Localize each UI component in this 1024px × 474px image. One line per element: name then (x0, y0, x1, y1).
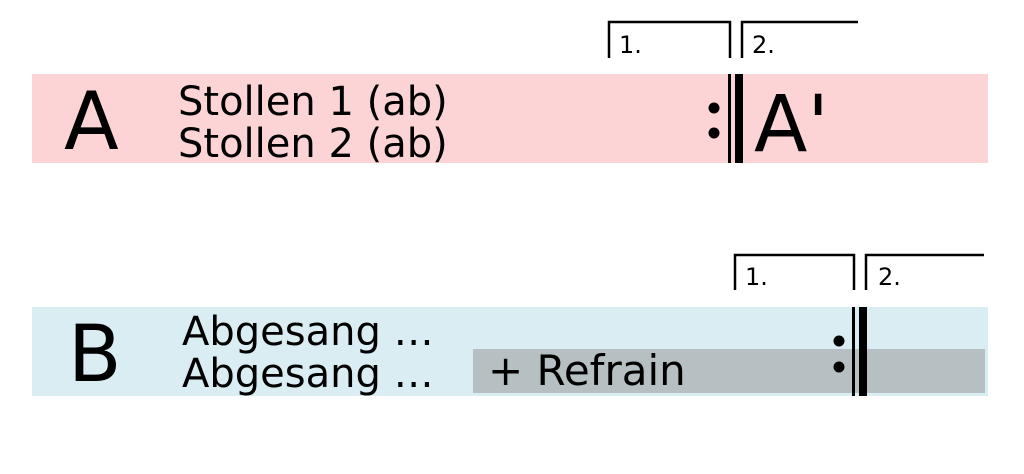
section-a-line-2: Stollen 2 (ab) (178, 121, 448, 167)
section-b-repeat-dot-lower (833, 361, 845, 373)
section-b-repeat-thin-bar (852, 307, 855, 396)
section-b-label: B (68, 310, 122, 400)
section-b-volta-1-bracket (733, 253, 856, 290)
section-a-volta-1-bracket (607, 20, 732, 58)
section-a-repeat-label: A' (754, 80, 829, 170)
section-a-repeat-thin-bar (728, 74, 731, 163)
refrain-label: + Refrain (488, 346, 686, 395)
section-b-volta-2-number: 2. (878, 263, 901, 291)
section-a-volta-2-number: 2. (752, 31, 775, 59)
section-b-volta-1-number: 1. (745, 263, 768, 291)
refrain-box (473, 349, 985, 393)
section-a-label: A (64, 75, 119, 168)
section-b-repeat-thick-bar (859, 307, 867, 396)
section-a-repeat-dot-lower (708, 127, 720, 139)
section-a-line-1: Stollen 1 (ab) (178, 79, 448, 125)
section-b-repeat-dot-upper (833, 335, 845, 347)
section-a-band (32, 74, 988, 163)
section-a-volta-1-number: 1. (619, 31, 642, 59)
section-b-volta-2-bracket (864, 253, 984, 290)
section-a-repeat-thick-bar (735, 74, 743, 163)
section-b-line-2: Abgesang … (182, 351, 434, 397)
section-b-line-1: Abgesang … (182, 309, 434, 355)
section-a-repeat-dot-upper (708, 102, 720, 114)
section-a-volta-2-bracket (740, 20, 858, 58)
